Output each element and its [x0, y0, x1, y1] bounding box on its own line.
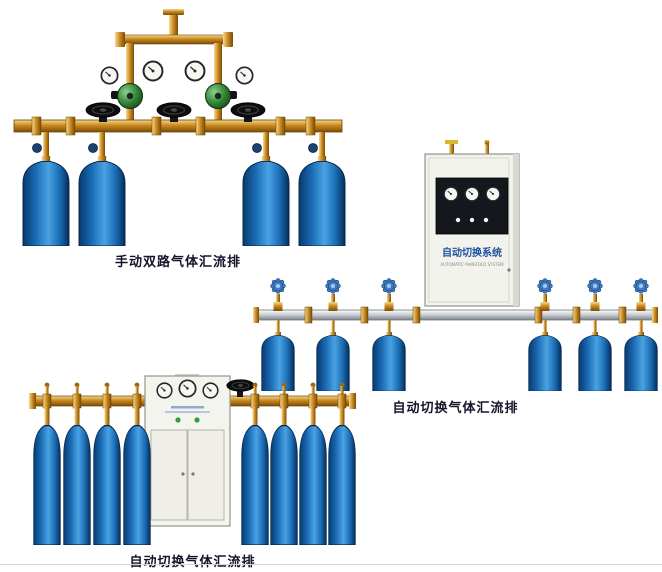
pipe-fittings	[253, 306, 658, 324]
gas-cylinder	[33, 418, 61, 545]
pressure-gauge	[156, 382, 173, 399]
blue-valve-cap	[537, 278, 553, 294]
riser-valves	[270, 278, 649, 311]
gas-cylinder	[328, 418, 356, 545]
regulator-right	[205, 83, 237, 109]
pressure-gauge	[184, 60, 206, 82]
indicator-light	[175, 417, 181, 423]
auto-manifold-wall-art: 自动切换系统 AUTOMATIC MANIFOLD SYSTEM	[253, 140, 658, 391]
gas-cylinder	[372, 332, 406, 391]
blue-valve-cap	[270, 278, 286, 294]
gas-cylinder	[22, 156, 70, 246]
cylinder-drops	[42, 393, 347, 420]
cylinder-drops	[32, 132, 325, 162]
manifold-pipe-right	[227, 395, 353, 407]
handwheel-valve	[156, 102, 192, 118]
handwheel-valves	[85, 102, 266, 122]
indicator-light	[483, 217, 489, 223]
gas-cylinder	[578, 332, 612, 391]
pigtail-connectors	[276, 320, 643, 336]
caption-auto-manifold-wall: 自动切换气体汇流排	[392, 401, 519, 416]
header-pipes	[115, 9, 233, 126]
auto-manifold-floor-art	[29, 374, 356, 545]
pressure-gauge	[100, 66, 119, 85]
pressure-gauge	[235, 66, 254, 85]
gas-cylinder	[528, 332, 562, 391]
pressure-gauge	[443, 186, 459, 202]
pipe-end-cap	[29, 393, 36, 409]
auto-manifold-wall-figure: 自动切换系统 AUTOMATIC MANIFOLD SYSTEM	[253, 140, 658, 416]
manual-manifold-art	[13, 9, 346, 246]
cabinet-top-valves	[445, 140, 490, 155]
handwheel-valve	[226, 379, 255, 397]
pressure-gauge	[178, 379, 197, 398]
door-handle	[507, 268, 511, 272]
gauge-panel	[435, 177, 509, 235]
caption-auto-manifold-floor: 自动切换气体汇流排	[129, 555, 256, 570]
gas-cylinder	[78, 156, 126, 246]
handwheel-valve	[230, 102, 266, 118]
control-cabinet	[144, 374, 231, 527]
pressure-gauge	[485, 186, 501, 202]
blue-valve-cap	[325, 278, 341, 294]
riser-pins	[44, 382, 345, 396]
blue-valve-cap	[381, 278, 397, 294]
label-text-bar	[171, 406, 204, 409]
pipe-end-cap	[349, 393, 356, 409]
pressure-gauge	[464, 186, 480, 202]
gas-cylinder	[241, 418, 269, 545]
cabinet-door	[150, 429, 188, 521]
auto-manifold-floor-figure: 自动切换气体汇流排	[25, 374, 360, 570]
cabinet-sublabel: AUTOMATIC MANIFOLD SYSTEM	[440, 262, 504, 267]
handwheel-valve	[85, 102, 121, 118]
pressure-gauge	[202, 382, 219, 399]
gas-cylinder	[299, 418, 327, 545]
blue-valve-cap	[587, 278, 603, 294]
manifold-pipe	[254, 309, 657, 321]
indicator-light	[194, 417, 200, 423]
indicator-light	[469, 217, 475, 223]
pressure-gauge	[142, 60, 164, 82]
gas-cylinder	[123, 418, 151, 545]
manual-manifold-figure: 手动双路气体汇流排	[8, 6, 348, 270]
caption-manual-manifold: 手动双路气体汇流排	[114, 255, 241, 270]
label-text-bar	[165, 411, 210, 413]
door-handle	[181, 472, 185, 476]
pipe-fittings	[31, 116, 316, 136]
gas-cylinder	[624, 332, 658, 391]
regulator-left	[111, 83, 143, 109]
door-handle	[191, 472, 195, 476]
control-cabinet: 自动切换系统 AUTOMATIC MANIFOLD SYSTEM	[424, 153, 520, 307]
page-bottom-rule	[0, 564, 662, 565]
gas-cylinder	[270, 418, 298, 545]
blue-valve-cap	[633, 278, 649, 294]
gas-cylinder	[93, 418, 121, 545]
indicator-light	[455, 217, 461, 223]
gas-cylinder	[63, 418, 91, 545]
cabinet-label: 自动切换系统	[442, 246, 502, 259]
